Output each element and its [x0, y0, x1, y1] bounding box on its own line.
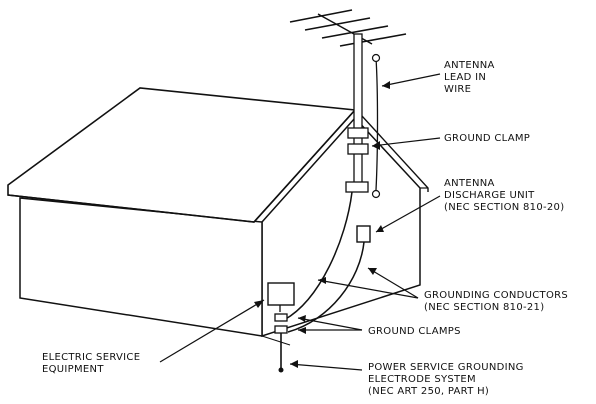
- label-ground-clamps: GROUND CLAMPS: [368, 326, 461, 337]
- label-electric-service: ELECTRIC SERVICE EQUIPMENT: [42, 352, 144, 375]
- electric-service-box: [268, 283, 294, 305]
- discharge-unit-box: [357, 226, 370, 242]
- antenna-mast: [354, 34, 362, 186]
- mast-clamp-upper: [348, 128, 368, 138]
- label-discharge-unit: ANTENNA DISCHARGE UNIT (NEC SECTION 810-…: [444, 178, 564, 213]
- lead-in-insulator-top: [373, 55, 380, 62]
- ground-clamp-1: [275, 314, 287, 321]
- ground-line: [262, 336, 290, 345]
- mast-clamp-lower: [346, 182, 368, 192]
- lead-in-insulator-bottom: [373, 191, 380, 198]
- label-antenna-lead-in: ANTENNA LEAD IN WIRE: [444, 60, 498, 95]
- label-grounding-conductors: GROUNDING CONDUCTORS (NEC SECTION 810-21…: [424, 290, 572, 313]
- label-ground-clamp: GROUND CLAMP: [444, 133, 530, 144]
- lead-in-wire: [376, 58, 378, 190]
- mast-clamp-middle: [348, 144, 368, 154]
- electrode-tip: [279, 368, 284, 373]
- ground-clamp-2: [275, 326, 287, 333]
- antenna-array: [290, 10, 406, 46]
- label-power-service: POWER SERVICE GROUNDING ELECTRODE SYSTEM…: [368, 362, 527, 397]
